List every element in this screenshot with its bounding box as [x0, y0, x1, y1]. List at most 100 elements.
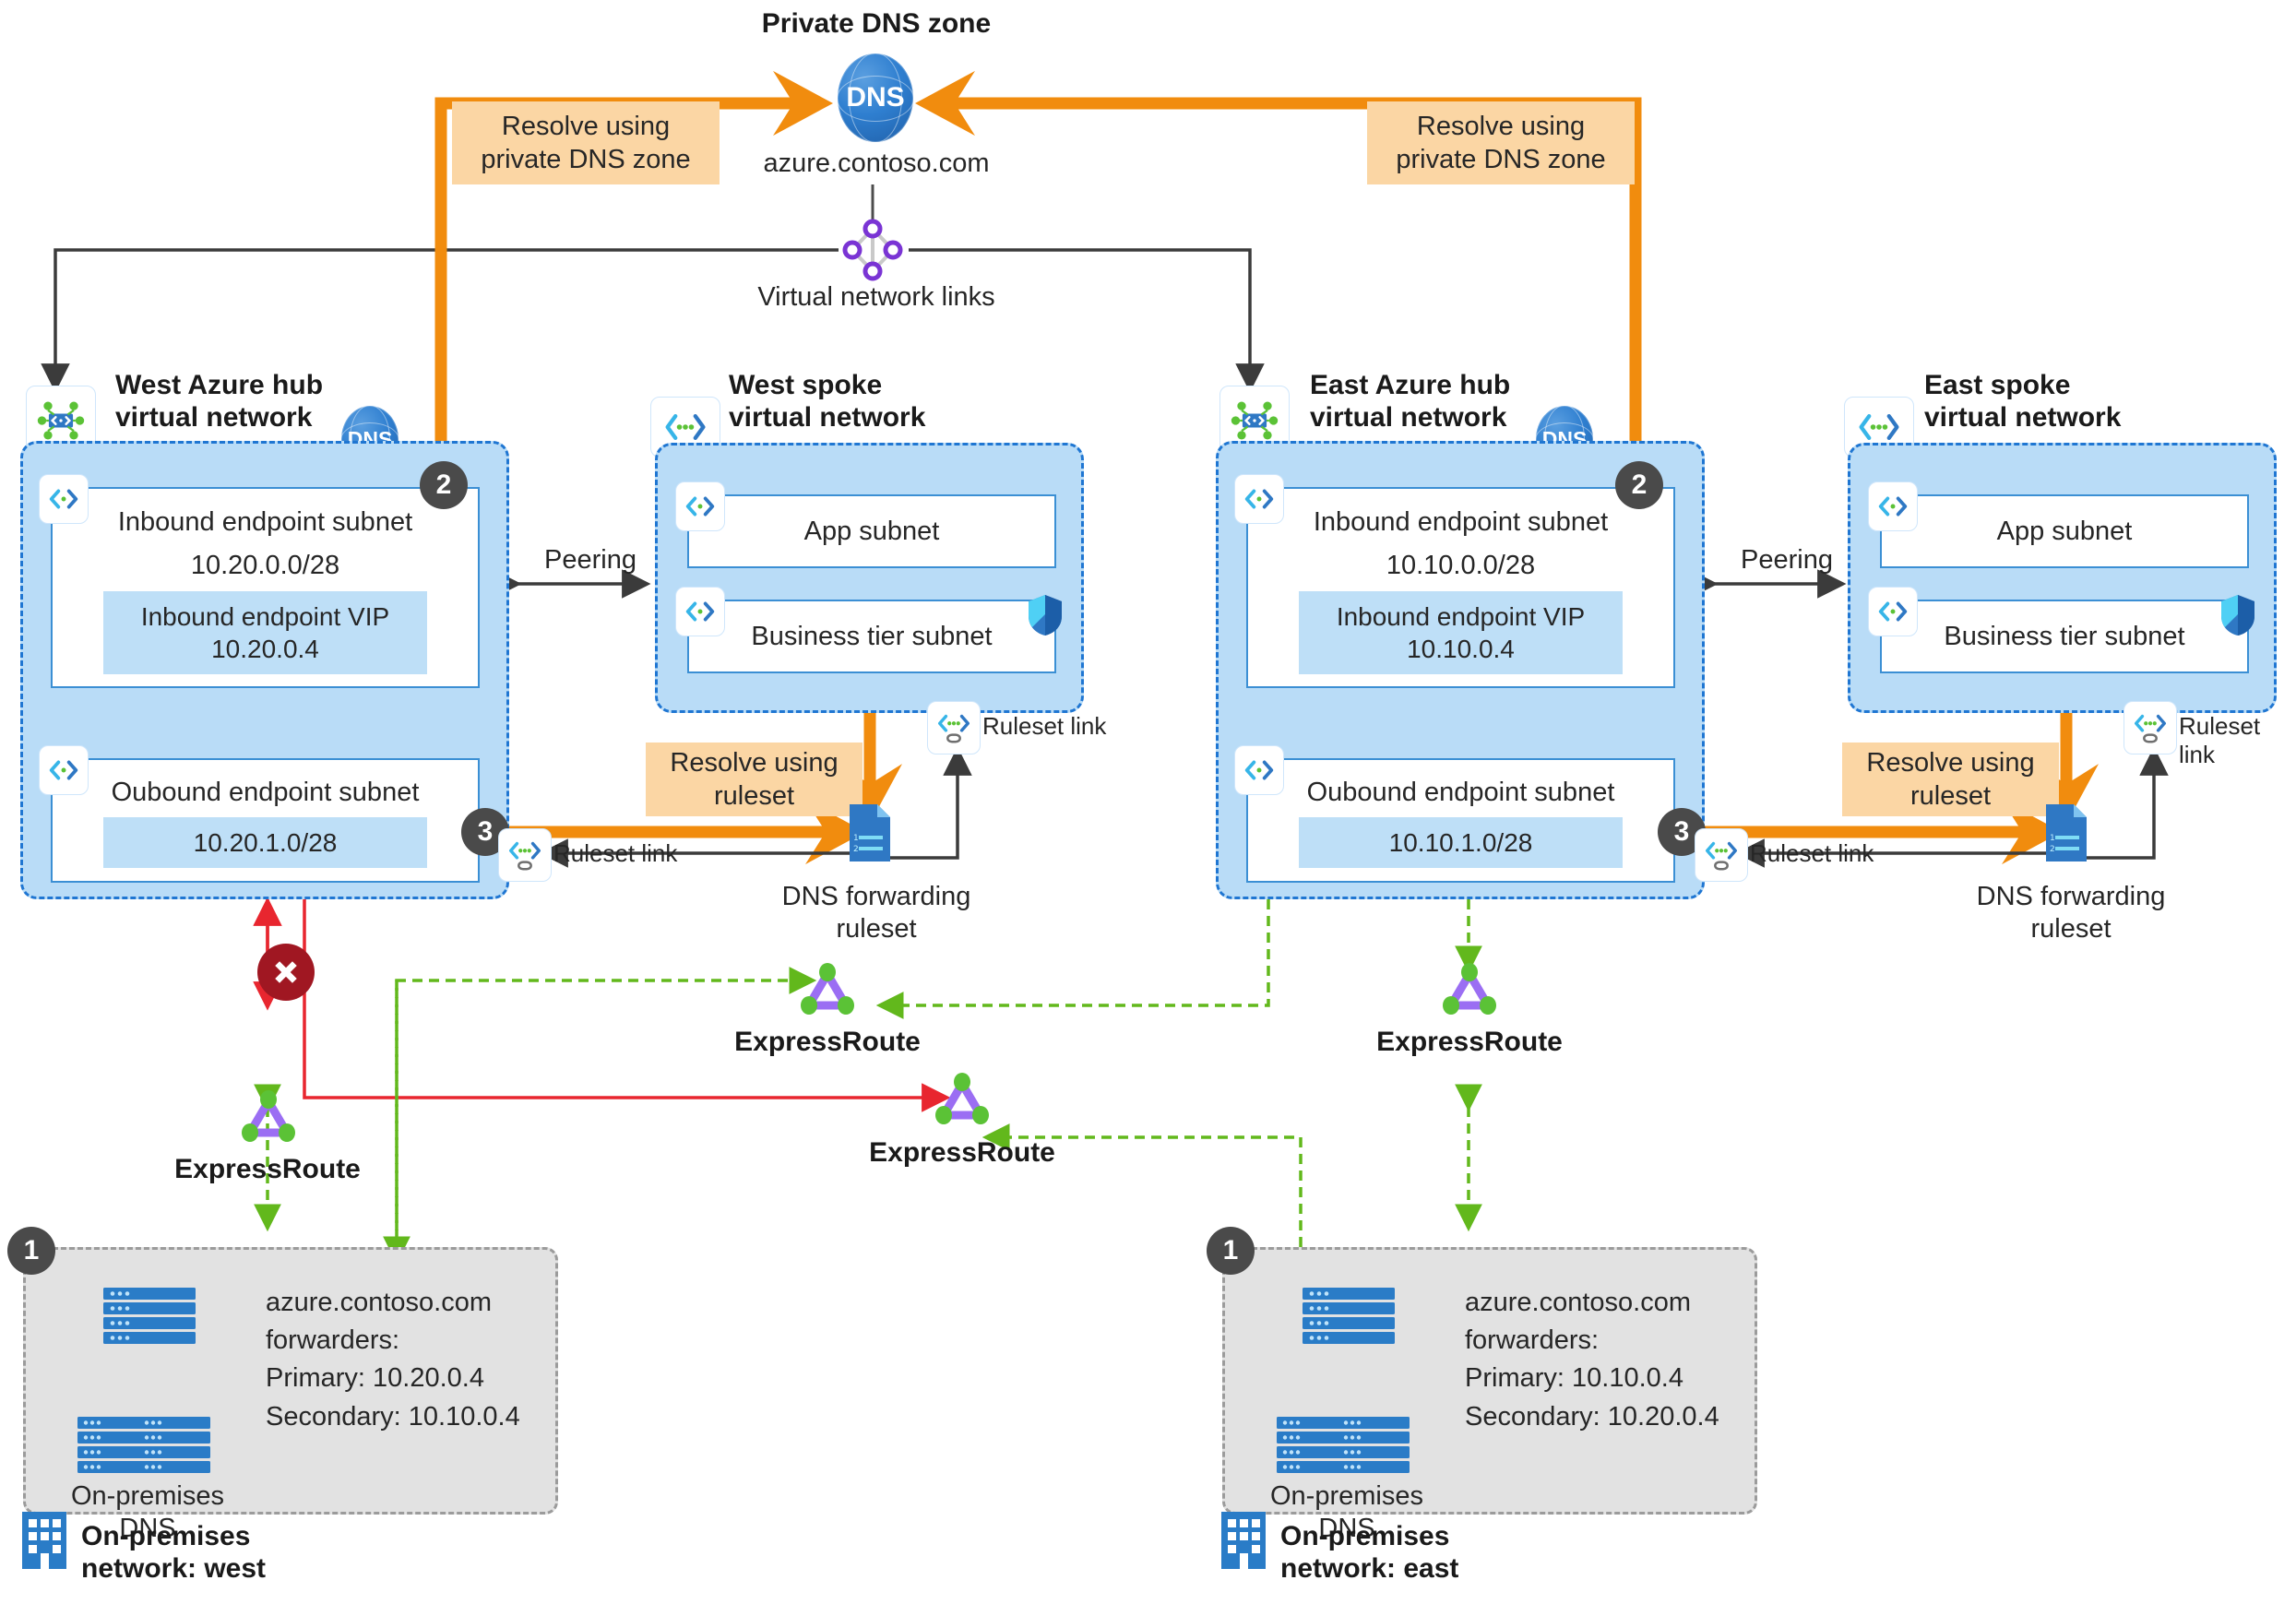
east-hub-title-line1: East Azure hub	[1310, 370, 1511, 400]
east-spoke-title: East spoke virtual network	[1924, 369, 2229, 434]
callout-east-line1: Resolve using	[1416, 111, 1586, 141]
east-inbound-endpoint-subnet: Inbound endpoint subnet 10.10.0.0/28 Inb…	[1246, 487, 1675, 688]
west-spoke-ruleset-link-icon	[927, 701, 981, 754]
west-ruleset-label-line2: ruleset	[836, 913, 917, 944]
east-spoke-business-subnet-icon	[1868, 587, 1918, 636]
onprem-east-secondary: Secondary: 10.20.0.4	[1465, 1401, 1719, 1432]
east-inbound-vip-address: 10.10.0.4	[1407, 634, 1515, 663]
west-hub-ruleset-link-icon	[498, 828, 552, 882]
expressroute-label-east: ExpressRoute	[1376, 1027, 1563, 1057]
step-badge-1-east: 1	[1207, 1227, 1255, 1275]
east-outbound-endpoint-subnet: Oubound endpoint subnet 10.10.1.0/28	[1246, 758, 1675, 883]
dns-globe-icon: DNS	[837, 53, 914, 143]
east-spoke-title-line2: virtual network	[1924, 402, 2122, 434]
onprem-east-dns-line2: DNS	[1318, 1513, 1375, 1543]
onprem-west-dns-label: On-premises DNS	[42, 1480, 254, 1545]
expressroute-label-west: ExpressRoute	[174, 1154, 361, 1184]
east-spoke-app-subnet: App subnet	[1880, 494, 2249, 568]
west-spoke-title-line2: virtual network	[729, 402, 926, 434]
west-spoke-title-line1: West spoke	[729, 370, 883, 400]
west-spoke-business-subnet: Business tier subnet	[687, 600, 1056, 673]
expressroute-icon-west	[238, 1088, 299, 1146]
west-dns-forwarding-ruleset-icon: 1 2	[846, 802, 901, 874]
west-outbound-subnet-icon	[39, 745, 89, 795]
svg-text:2: 2	[2050, 845, 2055, 854]
onprem-west-forwarders-label: forwarders:	[266, 1325, 400, 1356]
callout-east-line2: private DNS zone	[1396, 145, 1606, 174]
onprem-west-dns-line2: DNS	[119, 1513, 176, 1543]
east-outbound-subnet-cidr: 10.10.1.0/28	[1299, 817, 1623, 869]
virtual-network-links-icon	[841, 219, 904, 281]
west-spoke-shield-icon	[1027, 593, 1065, 641]
west-inbound-subnet-cidr: 10.20.0.0/28	[190, 551, 340, 580]
west-outbound-subnet-cidr: 10.20.1.0/28	[103, 817, 427, 869]
east-spoke-app-subnet-icon	[1868, 481, 1918, 531]
west-hub-title: West Azure hub virtual network	[115, 369, 420, 434]
west-spoke-ruleset-link-label: Ruleset link	[982, 712, 1107, 740]
expressroute-label-center-top: ExpressRoute	[734, 1027, 921, 1057]
svg-text:1: 1	[2050, 834, 2055, 843]
svg-text:2: 2	[853, 845, 859, 854]
west-outbound-subnet-label: Oubound endpoint subnet	[111, 777, 420, 807]
east-spoke-app-subnet-label: App subnet	[1996, 516, 2133, 546]
onprem-east-zone: azure.contoso.com	[1465, 1288, 1692, 1317]
onprem-west-server-icon-b	[137, 1416, 212, 1477]
west-spoke-business-subnet-icon	[675, 587, 725, 636]
west-hub-ruleset-link-label: Ruleset link	[553, 839, 678, 867]
onprem-west-forwarders: azure.contoso.com forwarders: Primary: 1…	[266, 1284, 520, 1436]
east-hub-ruleset-link-icon	[1695, 828, 1748, 882]
west-spoke-app-subnet: App subnet	[687, 494, 1056, 568]
east-inbound-vip-label: Inbound endpoint VIP	[1336, 601, 1586, 631]
west-inbound-subnet-icon	[39, 474, 89, 524]
east-ruleset-label-line2: ruleset	[2030, 913, 2112, 944]
west-dns-forwarding-ruleset-label: DNS forwarding ruleset	[729, 881, 1024, 945]
east-dns-forwarding-ruleset-icon: 1 2	[2042, 802, 2098, 874]
callout-ruleset-east-line1: Resolve using	[1866, 747, 2035, 778]
svg-text:1: 1	[853, 834, 859, 843]
private-dns-zone-title: Private DNS zone	[761, 8, 992, 39]
east-hub-ruleset-link-label: Ruleset link	[1750, 839, 1874, 867]
onprem-west-building-icon	[20, 1510, 68, 1571]
onprem-east-dns-label: On-premises DNS	[1241, 1480, 1453, 1545]
onprem-west-dns-line1: On-premises	[71, 1481, 224, 1511]
onprem-west-network-line2: network: west	[81, 1553, 267, 1585]
onprem-west-primary-server-icon	[101, 1287, 197, 1348]
callout-resolve-ruleset-east: Resolve using ruleset	[1842, 743, 2059, 816]
west-hub-title-line1: West Azure hub	[115, 370, 324, 400]
callout-west-line2: private DNS zone	[481, 145, 691, 174]
west-spoke-business-subnet-label: Business tier subnet	[751, 621, 993, 651]
east-inbound-subnet-icon	[1234, 474, 1284, 524]
east-inbound-subnet-cidr: 10.10.0.0/28	[1386, 551, 1536, 580]
east-inbound-endpoint-vip: Inbound endpoint VIP 10.10.0.4	[1299, 590, 1623, 674]
east-spoke-ruleset-link-label: Ruleset link	[2179, 712, 2261, 769]
west-inbound-vip-label: Inbound endpoint VIP	[140, 601, 390, 631]
east-spoke-ruleset-link-icon	[2124, 701, 2177, 754]
peering-label-west: Peering	[544, 545, 636, 575]
callout-west-line1: Resolve using	[501, 111, 671, 141]
step-badge-1-west: 1	[7, 1227, 55, 1275]
callout-resolve-ruleset-west: Resolve using ruleset	[646, 743, 862, 816]
expressroute-label-center-low: ExpressRoute	[869, 1137, 1055, 1168]
east-spoke-title-line1: East spoke	[1924, 370, 2071, 400]
onprem-east-network-title: On-premises network: east	[1280, 1520, 1458, 1586]
west-inbound-endpoint-vip: Inbound endpoint VIP 10.20.0.4	[103, 590, 427, 674]
onprem-west-zone: azure.contoso.com	[266, 1288, 493, 1317]
east-inbound-subnet-label: Inbound endpoint subnet	[1313, 507, 1609, 538]
onprem-east-primary: Primary: 10.10.0.4	[1465, 1363, 1683, 1394]
onprem-west-primary: Primary: 10.20.0.4	[266, 1363, 484, 1394]
onprem-west-network-line1: On-premises	[81, 1521, 251, 1551]
onprem-east-forwarders-label: forwarders:	[1465, 1325, 1600, 1356]
onprem-east-dns-line1: On-premises	[1270, 1481, 1423, 1511]
west-hub-title-line2: virtual network	[115, 402, 313, 434]
onprem-west-network-title: On-premises network: west	[81, 1520, 266, 1586]
callout-resolve-private-dns-west: Resolve using private DNS zone	[452, 101, 720, 184]
east-hub-title: East Azure hub virtual network	[1310, 369, 1614, 434]
peering-label-east: Peering	[1741, 545, 1833, 575]
east-spoke-shield-icon	[2219, 593, 2258, 641]
east-hub-title-line2: virtual network	[1310, 402, 1507, 434]
west-outbound-endpoint-subnet: Oubound endpoint subnet 10.20.1.0/28	[51, 758, 480, 883]
west-ruleset-label-line1: DNS forwarding	[781, 882, 971, 911]
east-dns-forwarding-ruleset-label: DNS forwarding ruleset	[1923, 881, 2219, 945]
onprem-east-forwarders: azure.contoso.com forwarders: Primary: 1…	[1465, 1284, 1719, 1436]
